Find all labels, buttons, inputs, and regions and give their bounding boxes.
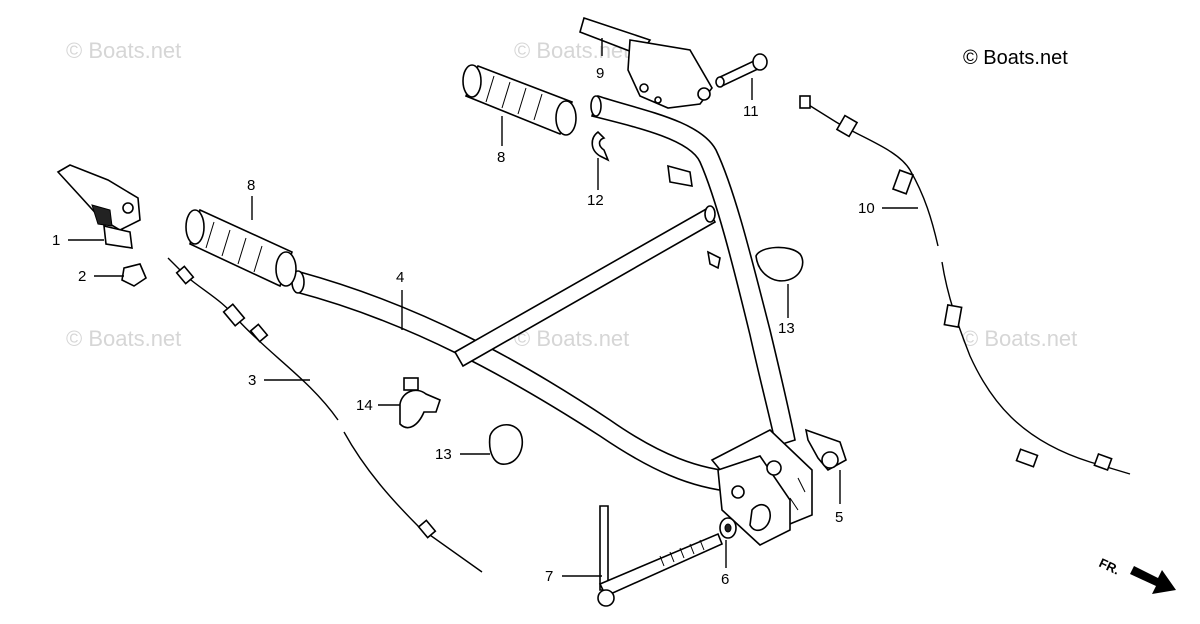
cable-clip — [121, 263, 147, 287]
throttle-lever — [56, 164, 141, 249]
washer-hole — [724, 523, 732, 533]
throttle-cable — [167, 257, 483, 573]
callout-8: 8 — [247, 177, 255, 194]
callout-3: 3 — [248, 372, 256, 389]
watermark: © Boats.net — [962, 326, 1077, 351]
callout-4: 4 — [396, 269, 404, 286]
callout-10: 10 — [858, 200, 875, 217]
callout-13: 13 — [435, 446, 452, 463]
pin — [715, 53, 768, 88]
lock-lever — [804, 428, 847, 472]
callout-6: 6 — [721, 571, 729, 588]
watermark: © Boats.net — [66, 326, 181, 351]
direction-label: FR. — [1097, 555, 1122, 577]
front-direction-indicator: FR. — [1097, 555, 1176, 594]
callout-11: 11 — [743, 103, 759, 120]
callout-9: 9 — [596, 65, 604, 82]
callout-14: 14 — [356, 397, 373, 414]
callout-13: 13 — [778, 320, 795, 337]
callout-7: 7 — [545, 568, 553, 585]
callout-12: 12 — [587, 192, 604, 209]
cable-band — [488, 424, 524, 465]
arrow-icon — [1130, 566, 1176, 594]
control-cable — [799, 95, 1131, 475]
callout-1: 1 — [52, 232, 60, 249]
watermark: © Boats.net — [514, 326, 629, 351]
callout-5: 5 — [835, 509, 843, 526]
l-bolt — [597, 505, 724, 607]
watermark: © Boats.net — [66, 38, 181, 63]
band-head — [403, 377, 419, 391]
handlebar-frame — [291, 94, 813, 546]
binding-band — [399, 389, 441, 429]
callout-8: 8 — [497, 149, 505, 166]
copyright-notice: © Boats.net — [963, 47, 1068, 69]
lever-bracket — [579, 16, 713, 109]
hair-clip — [591, 130, 610, 162]
grip — [185, 208, 297, 288]
grip — [462, 64, 577, 136]
callout-2: 2 — [78, 268, 86, 285]
cable-band — [755, 246, 804, 282]
